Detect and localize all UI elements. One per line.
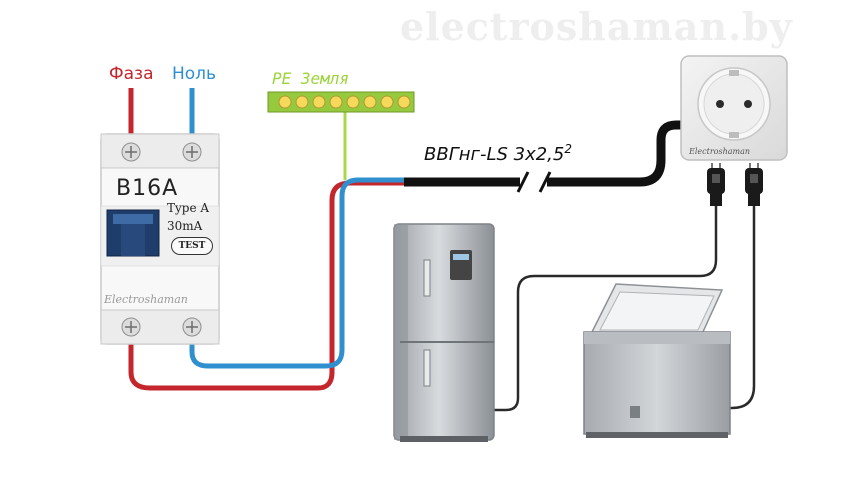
- wall-socket: [680, 55, 788, 161]
- breaker-brand: Electroshaman: [104, 293, 188, 306]
- neutral-wire-bottom: [189, 177, 408, 369]
- plug-right: [745, 163, 763, 206]
- pe-label: PE Земля: [272, 69, 350, 88]
- chest-freezer: [583, 283, 731, 438]
- cable-superscript: 2: [564, 142, 572, 156]
- neutral-label: Ноль: [172, 64, 217, 84]
- fridge-cord: [494, 206, 718, 412]
- cable-type: ВВГнг-LS 3x2,5: [424, 144, 565, 165]
- freezer-cord: [726, 206, 756, 410]
- phase-wire-bottom: [128, 180, 408, 391]
- test-button[interactable]: TEST: [171, 237, 213, 255]
- rcd-breaker: [100, 133, 220, 345]
- phase-label: Фаза: [109, 64, 154, 84]
- breaker-rating: B16A: [116, 176, 179, 201]
- refrigerator: [393, 223, 495, 442]
- plug-left: [707, 163, 725, 206]
- socket-brand: Electroshaman: [689, 147, 751, 156]
- pe-busbar: [267, 91, 415, 113]
- breaker-type: Type A: [167, 201, 210, 215]
- cable-label: ВВГнг-LS 3x2,52: [424, 142, 572, 165]
- breaker-current: 30mA: [167, 219, 203, 233]
- watermark: electroshaman.by: [400, 4, 793, 49]
